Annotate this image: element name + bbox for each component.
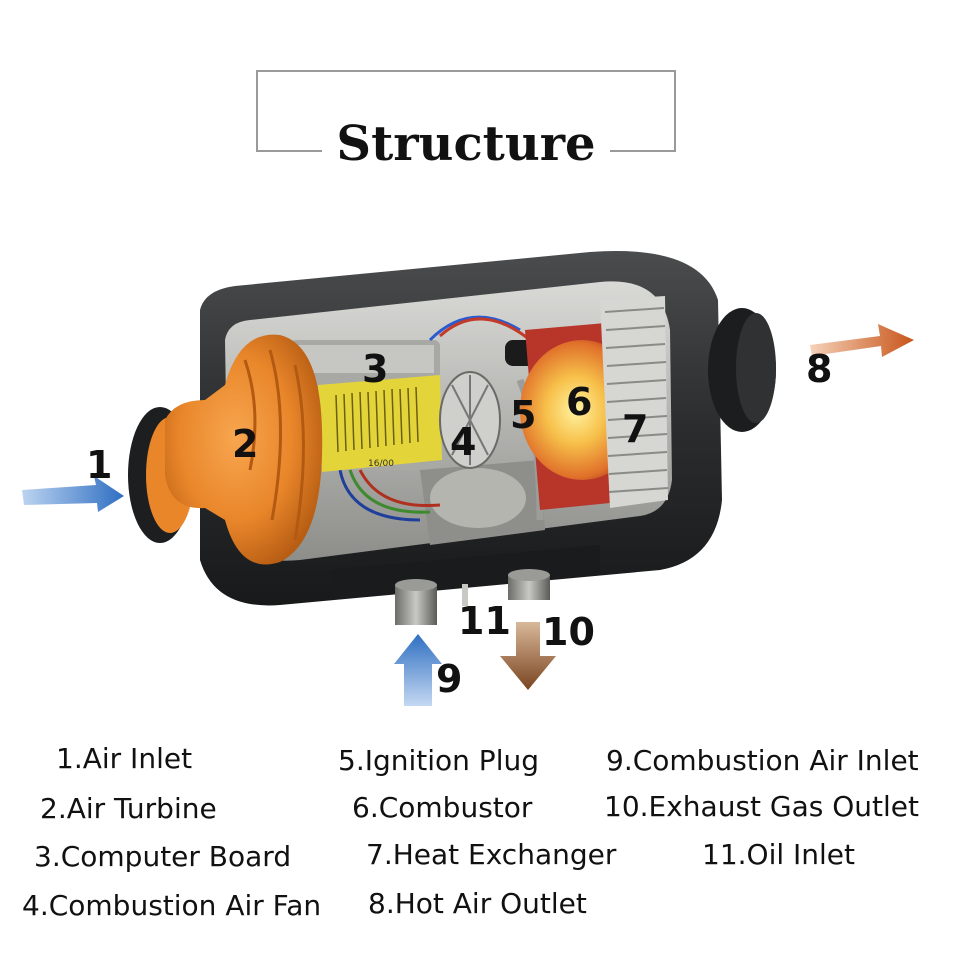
legend-item-air-turbine: 2.Air Turbine	[40, 792, 217, 825]
callout-8: 8	[806, 347, 832, 391]
callout-11: 11	[458, 599, 511, 643]
legend-item-oil-inlet: 11.Oil Inlet	[702, 838, 856, 871]
legend-item-combustion-air-inlet: 9.Combustion Air Inlet	[606, 744, 919, 777]
legend-item-combustor: 6.Combustor	[352, 791, 533, 824]
combustion-air-fan	[439, 371, 501, 469]
bottom-pipes	[395, 569, 550, 625]
callout-10: 10	[542, 610, 595, 654]
callout-5: 5	[510, 393, 536, 437]
air-inlet-arrow	[22, 476, 124, 512]
legend-item-heat-exchanger: 7.Heat Exchanger	[366, 838, 617, 871]
heat-exchanger	[600, 296, 669, 508]
page-title-text: Structure	[322, 116, 610, 172]
legend-item-computer-board: 3.Computer Board	[34, 840, 292, 873]
callout-9: 9	[436, 657, 462, 701]
callout-6: 6	[566, 380, 592, 424]
computer-board: 16/00	[318, 375, 442, 472]
legend-item-combustion-air-fan: 4.Combustion Air Fan	[22, 889, 322, 922]
callout-3: 3	[362, 347, 388, 391]
combustion-air-inlet-arrow	[394, 634, 442, 706]
callout-4: 4	[450, 420, 476, 464]
legend-item-ignition-plug: 5.Ignition Plug	[338, 744, 539, 777]
callout-2: 2	[232, 422, 258, 466]
callout-numbers: 1 2 3 4 5 6 7 8 9 10 11	[86, 347, 832, 701]
callout-7: 7	[622, 407, 648, 451]
exhaust-gas-outlet-arrow	[500, 622, 556, 690]
hot-air-outlet-arrow	[810, 324, 914, 357]
title-frame	[256, 70, 676, 152]
air-turbine	[165, 334, 323, 565]
legend-item-hot-air-outlet: 8.Hot Air Outlet	[368, 887, 587, 920]
callout-1: 1	[86, 443, 112, 487]
board-label: 16/00	[368, 459, 394, 469]
legend-item-exhaust-gas-outlet: 10.Exhaust Gas Outlet	[604, 790, 919, 823]
page-title: Structure	[256, 108, 676, 180]
legend-item-air-inlet: 1.Air Inlet	[56, 742, 193, 775]
